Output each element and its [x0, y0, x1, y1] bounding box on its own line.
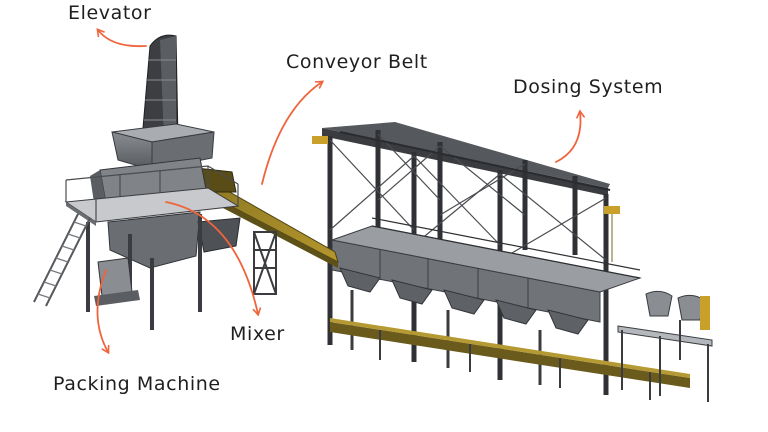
mixer-structure	[33, 123, 241, 330]
arrow-elevator	[98, 30, 147, 48]
arrow-mixer	[165, 201, 258, 314]
packing-station	[617, 290, 713, 402]
lower-conveyor	[330, 318, 690, 400]
arrow-conveyor-belt	[261, 82, 322, 185]
label-dosing-system: Dosing System	[513, 76, 664, 98]
arrow-dosing-system	[555, 112, 581, 163]
elevator	[141, 34, 179, 141]
annotation-arrows	[97, 30, 580, 352]
label-mixer: Mixer	[230, 323, 285, 345]
dosing-system	[312, 122, 642, 395]
conveyor-belt	[195, 167, 339, 295]
label-elevator: Elevator	[68, 2, 152, 24]
arrow-packing-machine	[96, 269, 108, 352]
label-packing-machine: Packing Machine	[53, 373, 221, 395]
label-conveyor-belt: Conveyor Belt	[286, 51, 428, 73]
